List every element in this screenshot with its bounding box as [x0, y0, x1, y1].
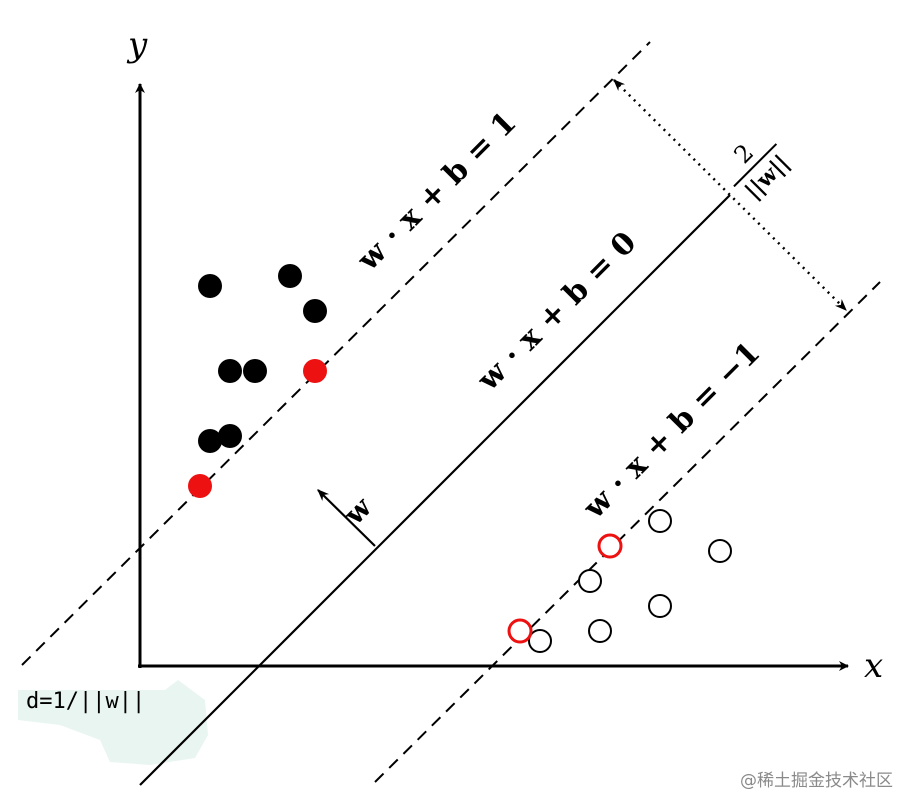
negative-point	[648, 594, 672, 618]
negative-point	[528, 629, 552, 653]
positive-point	[243, 359, 267, 383]
positive-point	[198, 274, 222, 298]
negative-point	[588, 619, 612, 643]
positive-support-vector	[303, 359, 327, 383]
negative-support-vector	[507, 618, 533, 644]
distance-note: d=1/||w||	[26, 689, 145, 714]
positive-point	[198, 429, 222, 453]
negative-point	[708, 539, 732, 563]
positive-point	[218, 359, 242, 383]
positive-point	[218, 424, 242, 448]
margin-fraction-bar	[733, 143, 778, 188]
data-points	[188, 264, 732, 653]
negative-support-vector	[597, 533, 623, 559]
hyperplane-equation: w · x + b = 0	[470, 225, 643, 398]
upper-margin-line	[21, 41, 651, 666]
normal-vector-arrow	[317, 489, 376, 547]
positive-point	[303, 299, 327, 323]
lower-margin-equation: w · x + b = −1	[576, 335, 767, 526]
y-axis-label: y	[126, 25, 148, 65]
normal-vector-label: w	[337, 490, 379, 532]
x-axis-label: x	[864, 646, 883, 686]
hyperplane-line	[139, 194, 731, 786]
lower-margin-line	[374, 281, 881, 783]
positive-support-vector	[188, 474, 212, 498]
watermark: @稀土掘金技术社区	[740, 771, 893, 791]
distance-note-background	[18, 680, 208, 765]
negative-point	[578, 569, 602, 593]
negative-point	[648, 509, 672, 533]
margin-fraction-label: 2 ||w||	[729, 139, 795, 205]
positive-point	[278, 264, 302, 288]
